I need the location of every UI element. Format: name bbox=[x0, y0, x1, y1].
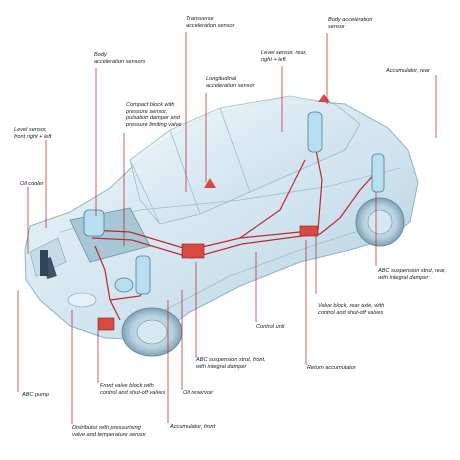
label-level-sensor-rear: Level sensor, rear, right + left bbox=[261, 50, 307, 63]
windscreen-outline bbox=[129, 107, 251, 225]
body-accel-sensor-rear-shape bbox=[318, 94, 330, 102]
label-abc-strut-rear: ABC suspension strut, rear, with integra… bbox=[378, 268, 447, 281]
front-valve-block-shape bbox=[97, 317, 115, 331]
label-oil-cooler: Oil cooler bbox=[20, 181, 44, 187]
label-abc-pump: ABC pump bbox=[22, 392, 50, 398]
label-oil-reservoir: Oil reservoir bbox=[183, 390, 214, 396]
headlight-left bbox=[67, 292, 97, 308]
label-level-sensor-front: Level sensor, front right + left bbox=[14, 127, 52, 140]
label-body-acceleration-sensor-rear: Body acceleration sensor bbox=[328, 17, 373, 30]
label-transverse-acceleration-sensor: Transverse acceleration sensor bbox=[186, 16, 235, 29]
label-longitudinal-acceleration-sensor: Longitudinal acceleration sensor bbox=[206, 76, 255, 89]
oil-cooler-shape bbox=[40, 250, 48, 276]
label-return-accumulator: Return accumulator bbox=[307, 365, 356, 371]
label-valve-block-rear: Valve block, rear axle, with control and… bbox=[318, 303, 385, 316]
sill-contour bbox=[149, 223, 381, 319]
accumulator-rear-shape bbox=[307, 111, 323, 153]
label-front-valve-block: Front valve block with control and shut-… bbox=[100, 383, 166, 396]
label-accumulator-front: Accumulator, front bbox=[170, 424, 216, 430]
label-compact-block: Compact block with pressure sensor, puls… bbox=[126, 102, 182, 128]
strut-front-shape bbox=[135, 255, 151, 295]
label-control-unit: Control unit bbox=[256, 324, 285, 330]
front-wheel bbox=[121, 307, 183, 357]
valve-block-rear-shape bbox=[299, 225, 319, 237]
strut-rear-shape bbox=[371, 153, 385, 193]
components bbox=[40, 94, 385, 331]
leader-lines bbox=[17, 32, 437, 424]
label-accumulator-rear: Accumulator, rear bbox=[386, 68, 430, 74]
label-distributor: Distributor with pressurising valve and … bbox=[72, 425, 147, 438]
accumulator-front-shape bbox=[83, 209, 105, 237]
label-body-acceleration-sensors-front: Body acceleration sensors bbox=[94, 52, 146, 65]
rear-wheel bbox=[355, 197, 405, 247]
longitudinal-sensor-shape bbox=[204, 178, 216, 188]
label-abc-strut-front: ABC suspension strut, front, with integr… bbox=[196, 357, 266, 370]
control-unit-shape bbox=[181, 243, 205, 259]
oil-reservoir-shape bbox=[114, 277, 134, 293]
